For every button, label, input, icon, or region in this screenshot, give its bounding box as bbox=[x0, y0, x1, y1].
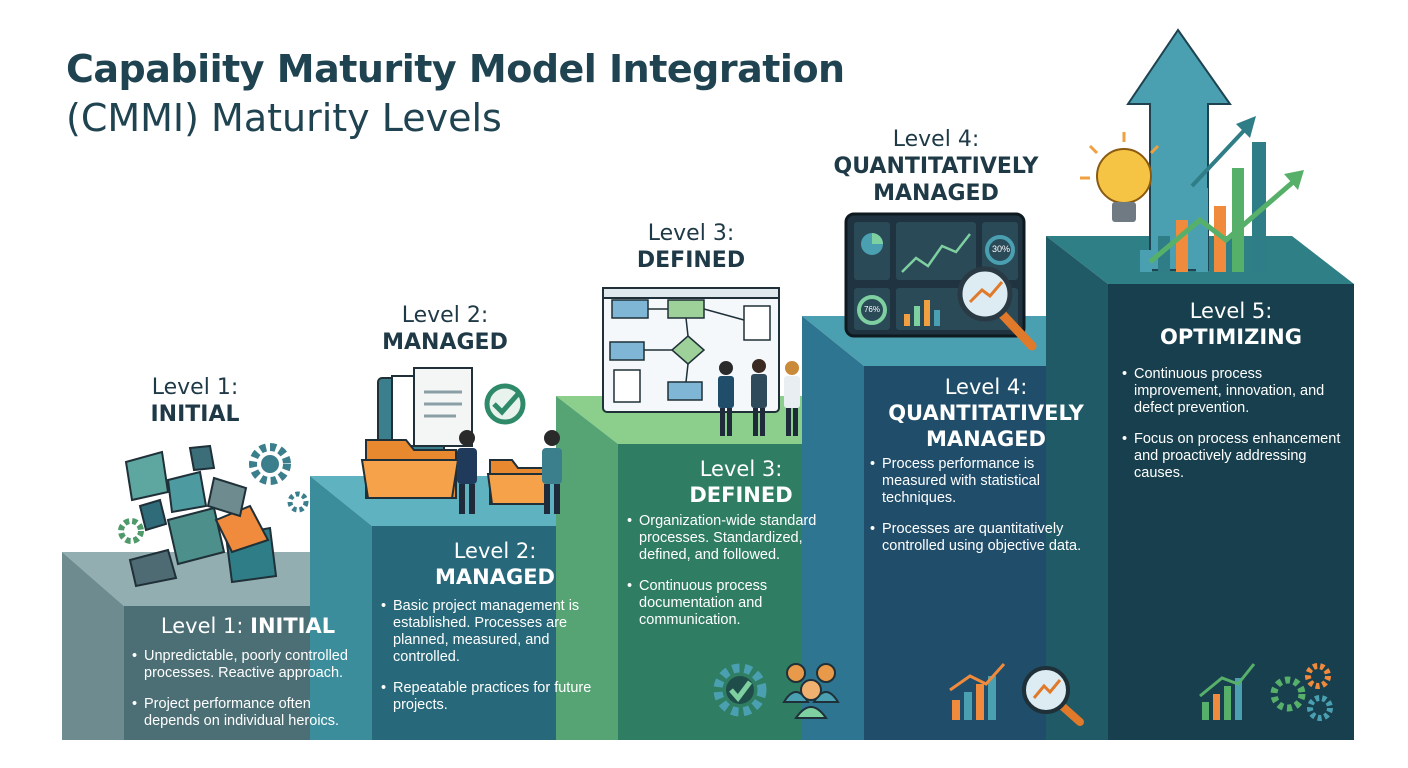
panel-level-4-name-line-2: MANAGED bbox=[926, 427, 1046, 451]
growth-chart-icon-level-5 bbox=[1199, 663, 1256, 720]
panel-level-4-bullet-1: Process performance is measured with sta… bbox=[870, 456, 1096, 507]
panel-level-2-bullets: Basic project management is established.… bbox=[381, 598, 611, 728]
top-label-level-2-number: Level 2: bbox=[401, 303, 489, 328]
top-label-level-1: Level 1: INITIAL bbox=[110, 374, 280, 428]
panel-level-2-heading: Level 2: MANAGED bbox=[372, 538, 618, 590]
dashboard-percent-a: 30% bbox=[991, 244, 1010, 254]
top-label-level-4-number: Level 4: bbox=[892, 127, 980, 152]
magnifier-icon-panel bbox=[1022, 666, 1084, 726]
panel-level-5-number: Level 5: bbox=[1189, 299, 1273, 323]
panel-level-2-number: Level 2: bbox=[453, 539, 537, 563]
gear-check-icon bbox=[713, 663, 767, 717]
top-label-level-2-name: MANAGED bbox=[382, 330, 508, 355]
top-label-level-4: Level 4: QUANTITATIVELY MANAGED bbox=[816, 126, 1056, 207]
flowchart-icon bbox=[602, 287, 780, 413]
top-label-level-2: Level 2: MANAGED bbox=[360, 302, 530, 356]
panel-level-2-bullet-1: Basic project management is established.… bbox=[381, 598, 611, 666]
panel-level-5-bullets: Continuous process improvement, innovati… bbox=[1122, 366, 1346, 496]
top-label-level-4-name-line-2: MANAGED bbox=[873, 181, 999, 206]
panel-level-4-bullet-2: Processes are quantitatively controlled … bbox=[870, 521, 1096, 555]
panel-level-1-bullets: Unpredictable, poorly controlled process… bbox=[132, 648, 368, 744]
team-icon-panel bbox=[782, 663, 840, 719]
top-label-level-3-number: Level 3: bbox=[647, 221, 735, 246]
panel-level-3-heading: Level 3: DEFINED bbox=[618, 456, 864, 508]
title-line-2: (CMMI) Maturity Levels bbox=[66, 96, 502, 140]
broken-blocks-icon bbox=[124, 444, 278, 588]
top-label-level-3-name: DEFINED bbox=[636, 248, 746, 273]
panel-level-4-number: Level 4: bbox=[944, 375, 1028, 399]
team-icon bbox=[457, 430, 562, 514]
panel-level-1-heading: Level 1: INITIAL bbox=[124, 614, 372, 638]
gears-icon-level-5 bbox=[1270, 663, 1333, 721]
panel-level-5-name: OPTIMIZING bbox=[1160, 325, 1302, 349]
top-label-level-4-name-line-1: QUANTITATIVELY bbox=[833, 154, 1039, 179]
panel-level-3-number: Level 3: bbox=[699, 457, 783, 481]
folder-icon bbox=[360, 367, 552, 505]
panel-level-5-bullet-1: Continuous process improvement, innovati… bbox=[1122, 366, 1346, 417]
team-icon-level-3 bbox=[718, 359, 800, 436]
lightbulb-icon bbox=[1080, 132, 1160, 222]
dashboard-percent-b: 76% bbox=[863, 305, 880, 314]
panel-level-4-name-line-1: QUANTITATIVELY bbox=[888, 401, 1084, 425]
title-line-1: Capabiity Maturity Model Integration bbox=[66, 47, 845, 91]
panel-level-3-bullet-1: Organization-wide standard processes. St… bbox=[627, 513, 853, 564]
panel-level-3-bullet-2: Continuous process documentation and com… bbox=[627, 578, 853, 629]
panel-level-2-name: MANAGED bbox=[435, 565, 555, 589]
checkmark-icon bbox=[484, 383, 526, 425]
panel-level-5-bullet-2: Focus on process enhancement and proacti… bbox=[1122, 431, 1346, 482]
panel-level-5-heading: Level 5: OPTIMIZING bbox=[1108, 298, 1354, 350]
panel-level-1-number: Level 1: bbox=[160, 614, 244, 638]
panel-level-3-name: DEFINED bbox=[689, 483, 793, 507]
page-title: Capabiity Maturity Model Integration (CM… bbox=[66, 44, 845, 142]
bar-chart-icon bbox=[1140, 116, 1304, 272]
panel-level-1-name: INITIAL bbox=[250, 614, 336, 638]
growth-chart-icon-level-4 bbox=[949, 662, 1006, 720]
gear-icon bbox=[118, 443, 309, 544]
top-label-level-3: Level 3: DEFINED bbox=[606, 220, 776, 274]
magnifier-icon bbox=[957, 266, 1037, 351]
panel-level-4-heading: Level 4: QUANTITATIVELY MANAGED bbox=[864, 374, 1108, 452]
panel-level-3-bullets: Organization-wide standard processes. St… bbox=[627, 513, 853, 643]
top-label-level-1-number: Level 1: bbox=[151, 375, 239, 400]
panel-level-2-bullet-2: Repeatable practices for future projects… bbox=[381, 680, 611, 714]
panel-level-1-bullet-1: Unpredictable, poorly controlled process… bbox=[132, 648, 368, 682]
panel-level-1-bullet-2: Project performance often depends on ind… bbox=[132, 696, 368, 730]
panel-level-4-bullets: Process performance is measured with sta… bbox=[870, 456, 1096, 569]
top-label-level-1-name: INITIAL bbox=[150, 402, 240, 427]
